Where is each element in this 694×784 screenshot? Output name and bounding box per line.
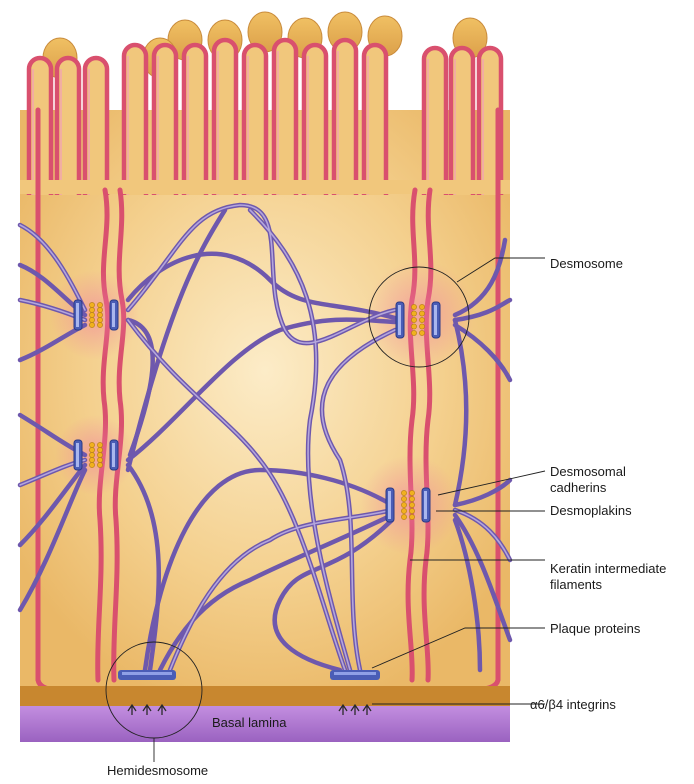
label-hemidesmosome: Hemidesmosome [107, 763, 208, 779]
microvillus [274, 40, 296, 195]
microvillus [57, 58, 79, 195]
label-desmoplakins: Desmoplakins [550, 503, 632, 519]
basal-region [20, 686, 510, 742]
microvilli [20, 12, 510, 195]
microvillus [184, 45, 206, 195]
cell-bodies [20, 110, 510, 690]
label-integrins: α6/β4 integrins [530, 697, 616, 713]
label-plaque-proteins: Plaque proteins [550, 621, 640, 637]
microvillus [451, 48, 473, 195]
label-keratin-filaments: Keratin intermediate filaments [550, 561, 690, 593]
microvillus [364, 45, 386, 195]
microvillus [154, 45, 176, 195]
label-desmosomal-cadherins: Desmosomal cadherins [550, 464, 670, 496]
microvillus [244, 45, 266, 195]
microvillus [124, 45, 146, 195]
label-desmosome: Desmosome [550, 256, 623, 272]
microvillus [85, 58, 107, 195]
microvillus [214, 40, 236, 195]
microvillus [424, 48, 446, 195]
label-basal-lamina: Basal lamina [212, 715, 286, 731]
microvillus [334, 40, 356, 195]
microvillus [304, 45, 326, 195]
